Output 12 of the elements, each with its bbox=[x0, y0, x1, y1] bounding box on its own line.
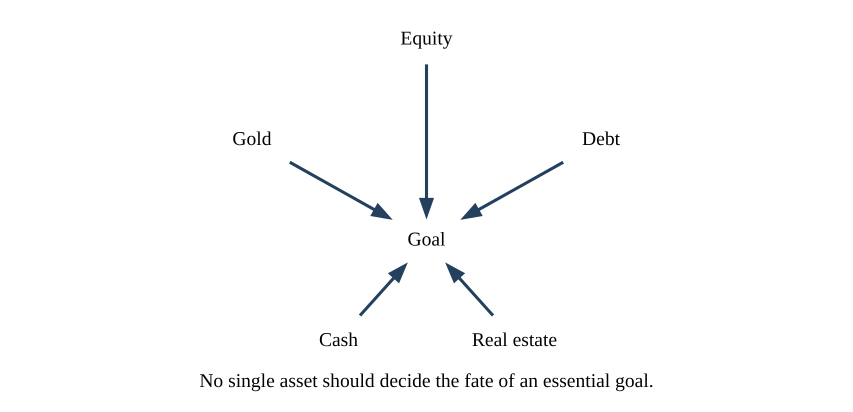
node-text: Goal bbox=[408, 229, 446, 250]
node-text: Cash bbox=[318, 330, 358, 351]
caption: No single asset should decide the fate of an essential goal. bbox=[199, 371, 654, 392]
arrow bbox=[418, 64, 434, 220]
node-text: Real estate bbox=[472, 330, 558, 351]
node-text: Gold bbox=[232, 128, 272, 150]
arrow bbox=[445, 262, 494, 317]
arrow bbox=[358, 262, 408, 317]
arrow bbox=[289, 160, 393, 220]
node-text: Debt bbox=[582, 128, 620, 150]
arrow bbox=[460, 160, 564, 220]
node-text: Equity bbox=[400, 28, 453, 50]
